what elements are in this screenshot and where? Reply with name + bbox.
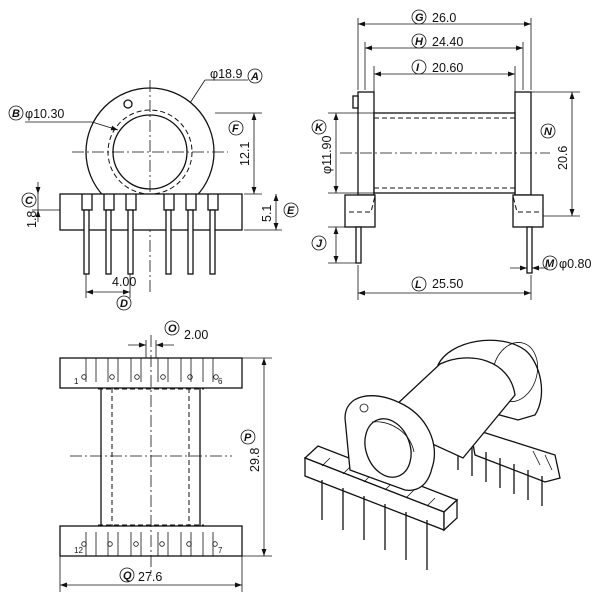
pin-holes [81, 374, 219, 547]
dim-core-diameter: φ11.90 [320, 135, 334, 174]
dim-inner-diameter: φ10.30 [25, 107, 64, 121]
iso-front-flange [344, 395, 436, 491]
tag-pin-diameter: M [545, 258, 555, 270]
side-view: G 26.0 H 24.40 I 20.60 φ11.90 K J [311, 9, 591, 300]
front-pins [83, 209, 216, 275]
flange-hole [123, 99, 133, 109]
top-view: 1 6 12 7 O 2.00 29.8 P Q 27.6 [59, 320, 272, 592]
tag-pin-length: J [316, 238, 323, 250]
dim-outer-diameter: φ18.9 [210, 67, 242, 81]
dim-slot-width: 2.00 [184, 328, 208, 342]
tag-overall-width: Q [123, 570, 132, 582]
left-pin [355, 226, 362, 264]
tag-slot-width: O [168, 323, 177, 335]
tag-base-length: L [415, 279, 422, 291]
tag-total-height: F [232, 123, 239, 135]
tag-core-diameter: K [315, 122, 324, 134]
iso-front-pins [321, 480, 428, 570]
pin-label-7: 7 [218, 546, 223, 555]
dim-winding-width: 20.60 [432, 61, 463, 75]
left-base [344, 194, 376, 228]
pin-label-1: 1 [74, 377, 79, 386]
iso-back-base [469, 427, 561, 483]
dim-pin-diameter: φ0.80 [559, 257, 591, 271]
dim-base-height: 5.1 [260, 205, 274, 222]
left-flange [357, 91, 375, 196]
isometric-view [303, 339, 561, 570]
dim-overall-width: 27.6 [138, 570, 162, 584]
iso-front-bore [364, 418, 412, 478]
dim-base-length: 25.50 [432, 277, 463, 291]
pin-label-12: 12 [74, 546, 83, 555]
iso-front-slots [321, 457, 436, 507]
tag-side-overall-length: G [415, 12, 424, 24]
tag-base-height: E [287, 205, 295, 217]
tag-outer-diameter: A [250, 71, 259, 83]
right-base [512, 194, 544, 228]
dim-flange-span: 24.40 [432, 35, 463, 49]
tag-flange-thickness: C [25, 195, 34, 207]
tag-pin-pitch: D [120, 298, 128, 310]
tag-inner-diameter: B [12, 108, 20, 120]
tag-flange-span: H [415, 36, 424, 48]
tag-winding-width: I [416, 62, 420, 74]
right-flange [514, 91, 532, 196]
tag-top-overall-length: P [244, 432, 252, 444]
dim-top-overall-length: 29.8 [248, 448, 262, 472]
dim-side-overall-length: 26.0 [432, 11, 456, 25]
dim-total-height: 12.1 [238, 142, 252, 166]
dim-flange-height: 20.6 [556, 146, 570, 170]
pin-label-6: 6 [218, 377, 223, 386]
dim-pin-pitch: 4.00 [112, 275, 136, 289]
dim-flange-thickness: 1.8 [25, 211, 39, 228]
tag-flange-height: N [544, 126, 553, 138]
top-slots [85, 358, 214, 556]
right-pin [526, 226, 533, 274]
front-view: φ18.9 A B φ10.30 12.1 F 5.1 E 1.8 C [8, 67, 299, 311]
